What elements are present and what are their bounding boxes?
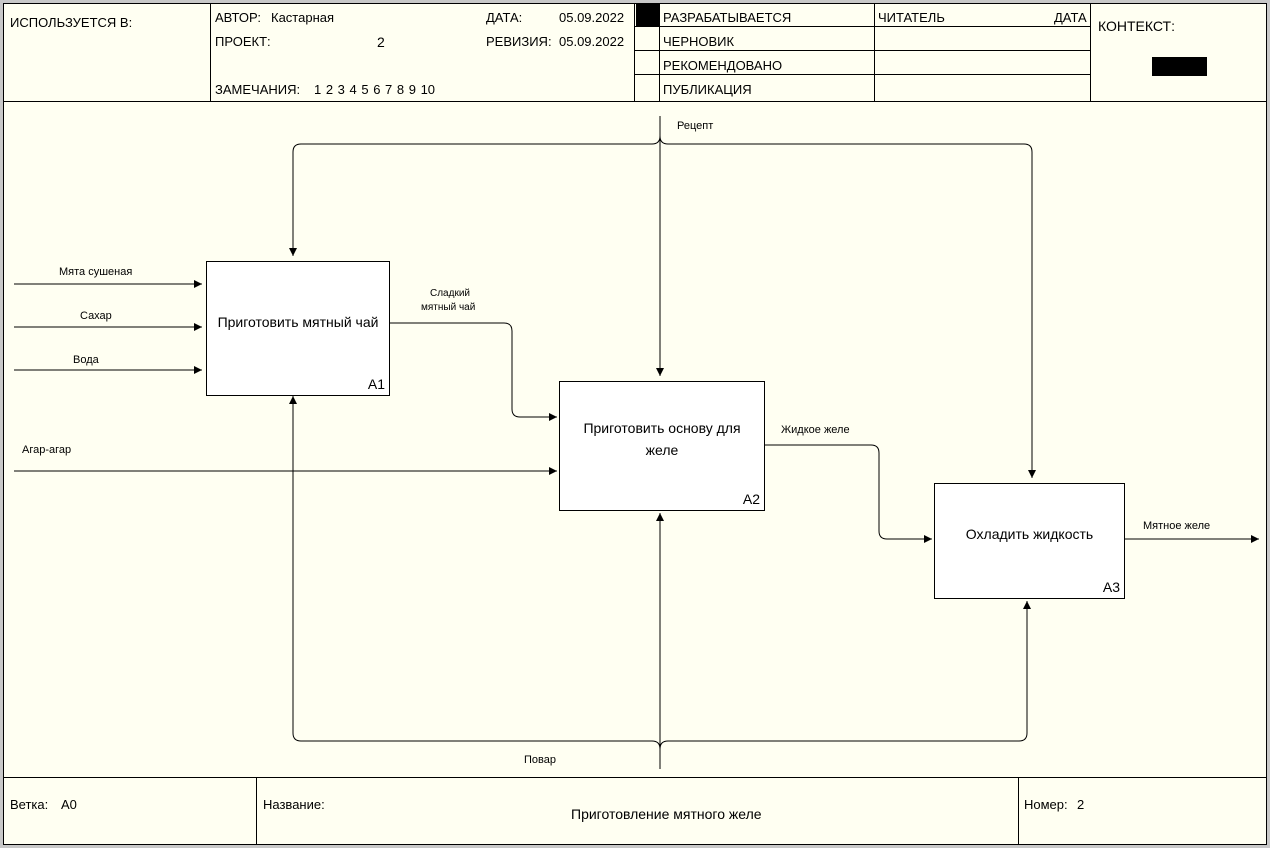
reader-date-label: ДАТА: [1054, 10, 1087, 25]
cook-arrow-left: [289, 396, 661, 750]
number-value: 2: [1077, 797, 1085, 812]
idef0-sheet: ИСПОЛЬЗУЕТСЯ В: АВТОР: Кастарная ПРОЕКТ:…: [3, 3, 1267, 845]
date-label: ДАТА:: [486, 10, 523, 25]
date-value: 05.09.2022: [559, 10, 625, 25]
status-publication: ПУБЛИКАЦИЯ: [663, 82, 752, 97]
number-label: Номер:: [1024, 797, 1068, 812]
revision-value: 05.09.2022: [559, 34, 625, 49]
cook-arrow-right: [659, 601, 1031, 750]
agar-label: Агар-агар: [22, 444, 72, 456]
header-divider: [634, 4, 635, 101]
header-divider: [210, 4, 211, 101]
function-block-a3[interactable]: Охладить жидкость A3: [934, 483, 1125, 599]
header-bottom-border: [4, 101, 1266, 102]
block-number: A1: [367, 376, 385, 392]
used-in-label: ИСПОЛЬЗУЕТСЯ В:: [10, 15, 133, 30]
project-label: ПРОЕКТ:: [215, 34, 271, 49]
status-developing: РАЗРАБАТЫВАЕТСЯ: [663, 10, 792, 25]
status-row-divider: [634, 26, 1090, 27]
diagram-name: Приготовление мятного желе: [571, 806, 762, 822]
header-divider: [874, 4, 875, 101]
water-label: Вода: [73, 354, 99, 366]
footer-top-border: [4, 777, 1266, 778]
sweet-tea-arrow: [389, 322, 557, 421]
block-number: A3: [1102, 579, 1120, 595]
header-divider: [1090, 4, 1091, 101]
branch-value: A0: [61, 797, 77, 812]
branch-label: Ветка:: [10, 797, 49, 812]
block-number: A2: [742, 491, 760, 507]
block-title: Охладить жидкость: [965, 526, 1094, 542]
name-label: Название:: [263, 797, 325, 812]
diagram-canvas: [14, 116, 1259, 769]
notes-label: ЗАМЕЧАНИЯ:: [215, 82, 301, 97]
reader-label: ЧИТАТЕЛЬ: [878, 10, 945, 25]
footer-divider: [256, 777, 257, 844]
liquid-jelly-arrow: [763, 444, 932, 543]
status-active-marker: [636, 4, 659, 26]
status-row-divider: [634, 74, 1090, 75]
mint-jelly-label: Мятное желе: [1143, 520, 1211, 532]
project-value: 2: [377, 34, 385, 50]
block-title: Приготовить основу для желе: [583, 420, 741, 458]
sweet-tea-label-2: мятный чай: [421, 302, 476, 313]
status-recommended: РЕКОМЕНДОВАНО: [663, 58, 783, 73]
sweet-tea-label-1: Сладкий: [430, 288, 470, 299]
status-row-divider: [634, 50, 1090, 51]
recipe-label: Рецепт: [677, 120, 714, 132]
cook-label: Повар: [524, 754, 556, 766]
author-value: Кастарная: [271, 10, 335, 25]
header-divider: [659, 4, 660, 101]
mint-label: Мята сушеная: [59, 266, 133, 278]
block-title: Приготовить мятный чай: [217, 313, 379, 330]
revision-label: РЕВИЗИЯ:: [486, 34, 552, 49]
function-block-a1[interactable]: Приготовить мятный чай A1: [206, 261, 390, 396]
function-block-a2[interactable]: Приготовить основу для желе A2: [559, 381, 765, 511]
context-marker: [1152, 57, 1207, 76]
recipe-arrow-left: [289, 135, 661, 256]
sugar-label: Сахар: [80, 310, 112, 322]
notes-numbers: 1 2 3 4 5 6 7 8 9 10: [314, 82, 436, 97]
footer-divider: [1018, 777, 1019, 844]
liquid-jelly-label: Жидкое желе: [781, 424, 850, 436]
status-draft: ЧЕРНОВИК: [663, 34, 735, 49]
author-label: АВТОР:: [215, 10, 261, 25]
context-label: КОНТЕКСТ:: [1098, 18, 1175, 34]
recipe-arrow-right: [659, 135, 1036, 478]
